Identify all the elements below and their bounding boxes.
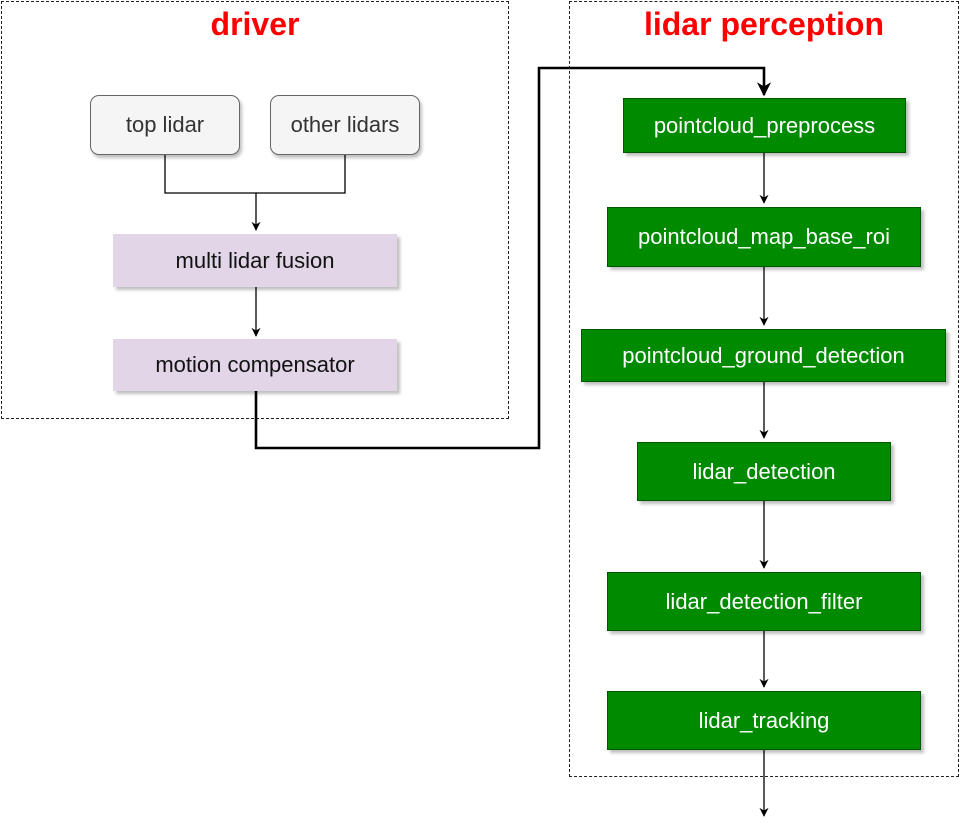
lidar-tracking-node: lidar_tracking <box>607 691 921 750</box>
driver-group-title: driver <box>210 6 300 42</box>
lidar-detection-node: lidar_detection <box>637 442 891 501</box>
multi-lidar-fusion-node: multi lidar fusion <box>113 234 397 287</box>
edge-other-lidars-to-fusion <box>256 155 346 194</box>
pointcloud-ground-detection-node: pointcloud_ground_detection <box>581 329 946 382</box>
other-lidars-node: other lidars <box>270 95 420 155</box>
edge-compensator-to-preprocess <box>254 66 772 450</box>
pointcloud-preprocess-node: pointcloud_preprocess <box>623 98 906 153</box>
lidar-perception-group-title: lidar perception <box>643 6 885 42</box>
edge-top-lidar-to-fusion <box>164 155 261 231</box>
pointcloud-map-base-roi-node: pointcloud_map_base_roi <box>607 207 921 267</box>
motion-compensator-node: motion compensator <box>113 339 397 391</box>
top-lidar-node: top lidar <box>90 95 240 155</box>
lidar-detection-filter-node: lidar_detection_filter <box>607 572 921 631</box>
